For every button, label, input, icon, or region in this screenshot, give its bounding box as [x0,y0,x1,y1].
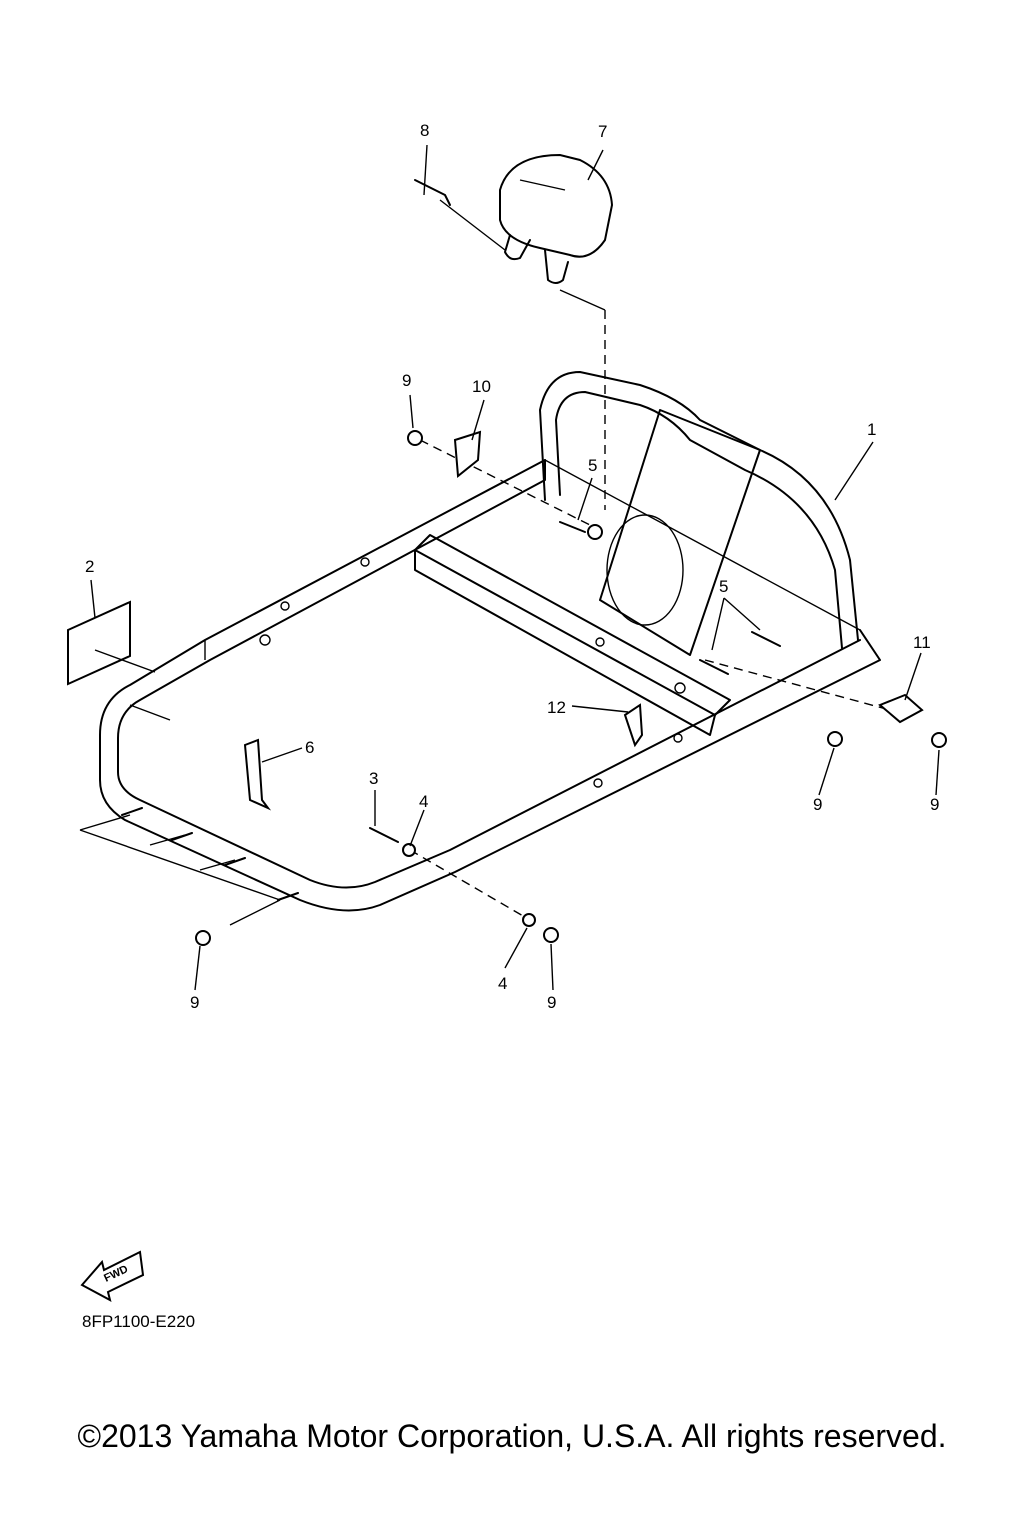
callout-numbers: 1 2 3 4 4 5 5 6 7 8 9 9 9 9 9 10 11 12 [85,121,939,1012]
callout-9b: 9 [190,993,199,1012]
callout-4a: 4 [419,792,428,811]
fwd-arrow-icon: FWD [80,1250,145,1302]
callout-9c: 9 [547,993,556,1012]
callout-10: 10 [472,377,491,396]
callout-8: 8 [420,121,429,140]
callout-7: 7 [598,122,607,141]
callout-5b: 5 [719,577,728,596]
callout-11: 11 [913,633,931,652]
callout-6: 6 [305,738,314,757]
callout-12: 12 [547,698,566,717]
assembly-lines [79,199,891,926]
frame-part [99,371,881,912]
leader-lines [90,144,940,991]
callout-1: 1 [867,420,876,439]
brackets [243,430,924,811]
callout-5a: 5 [588,456,597,475]
label-part [67,600,131,686]
callout-9d: 9 [813,795,822,814]
drawing-code: 8FP1100-E220 [82,1312,196,1331]
callout-9e: 9 [930,795,939,814]
callout-9a: 9 [402,371,411,390]
callout-2: 2 [85,557,94,576]
cover-part [499,153,614,284]
callout-3: 3 [369,769,378,788]
callout-4b: 4 [498,974,507,993]
copyright-notice: ©2013 Yamaha Motor Corporation, U.S.A. A… [77,1418,947,1454]
fasteners [121,179,947,946]
